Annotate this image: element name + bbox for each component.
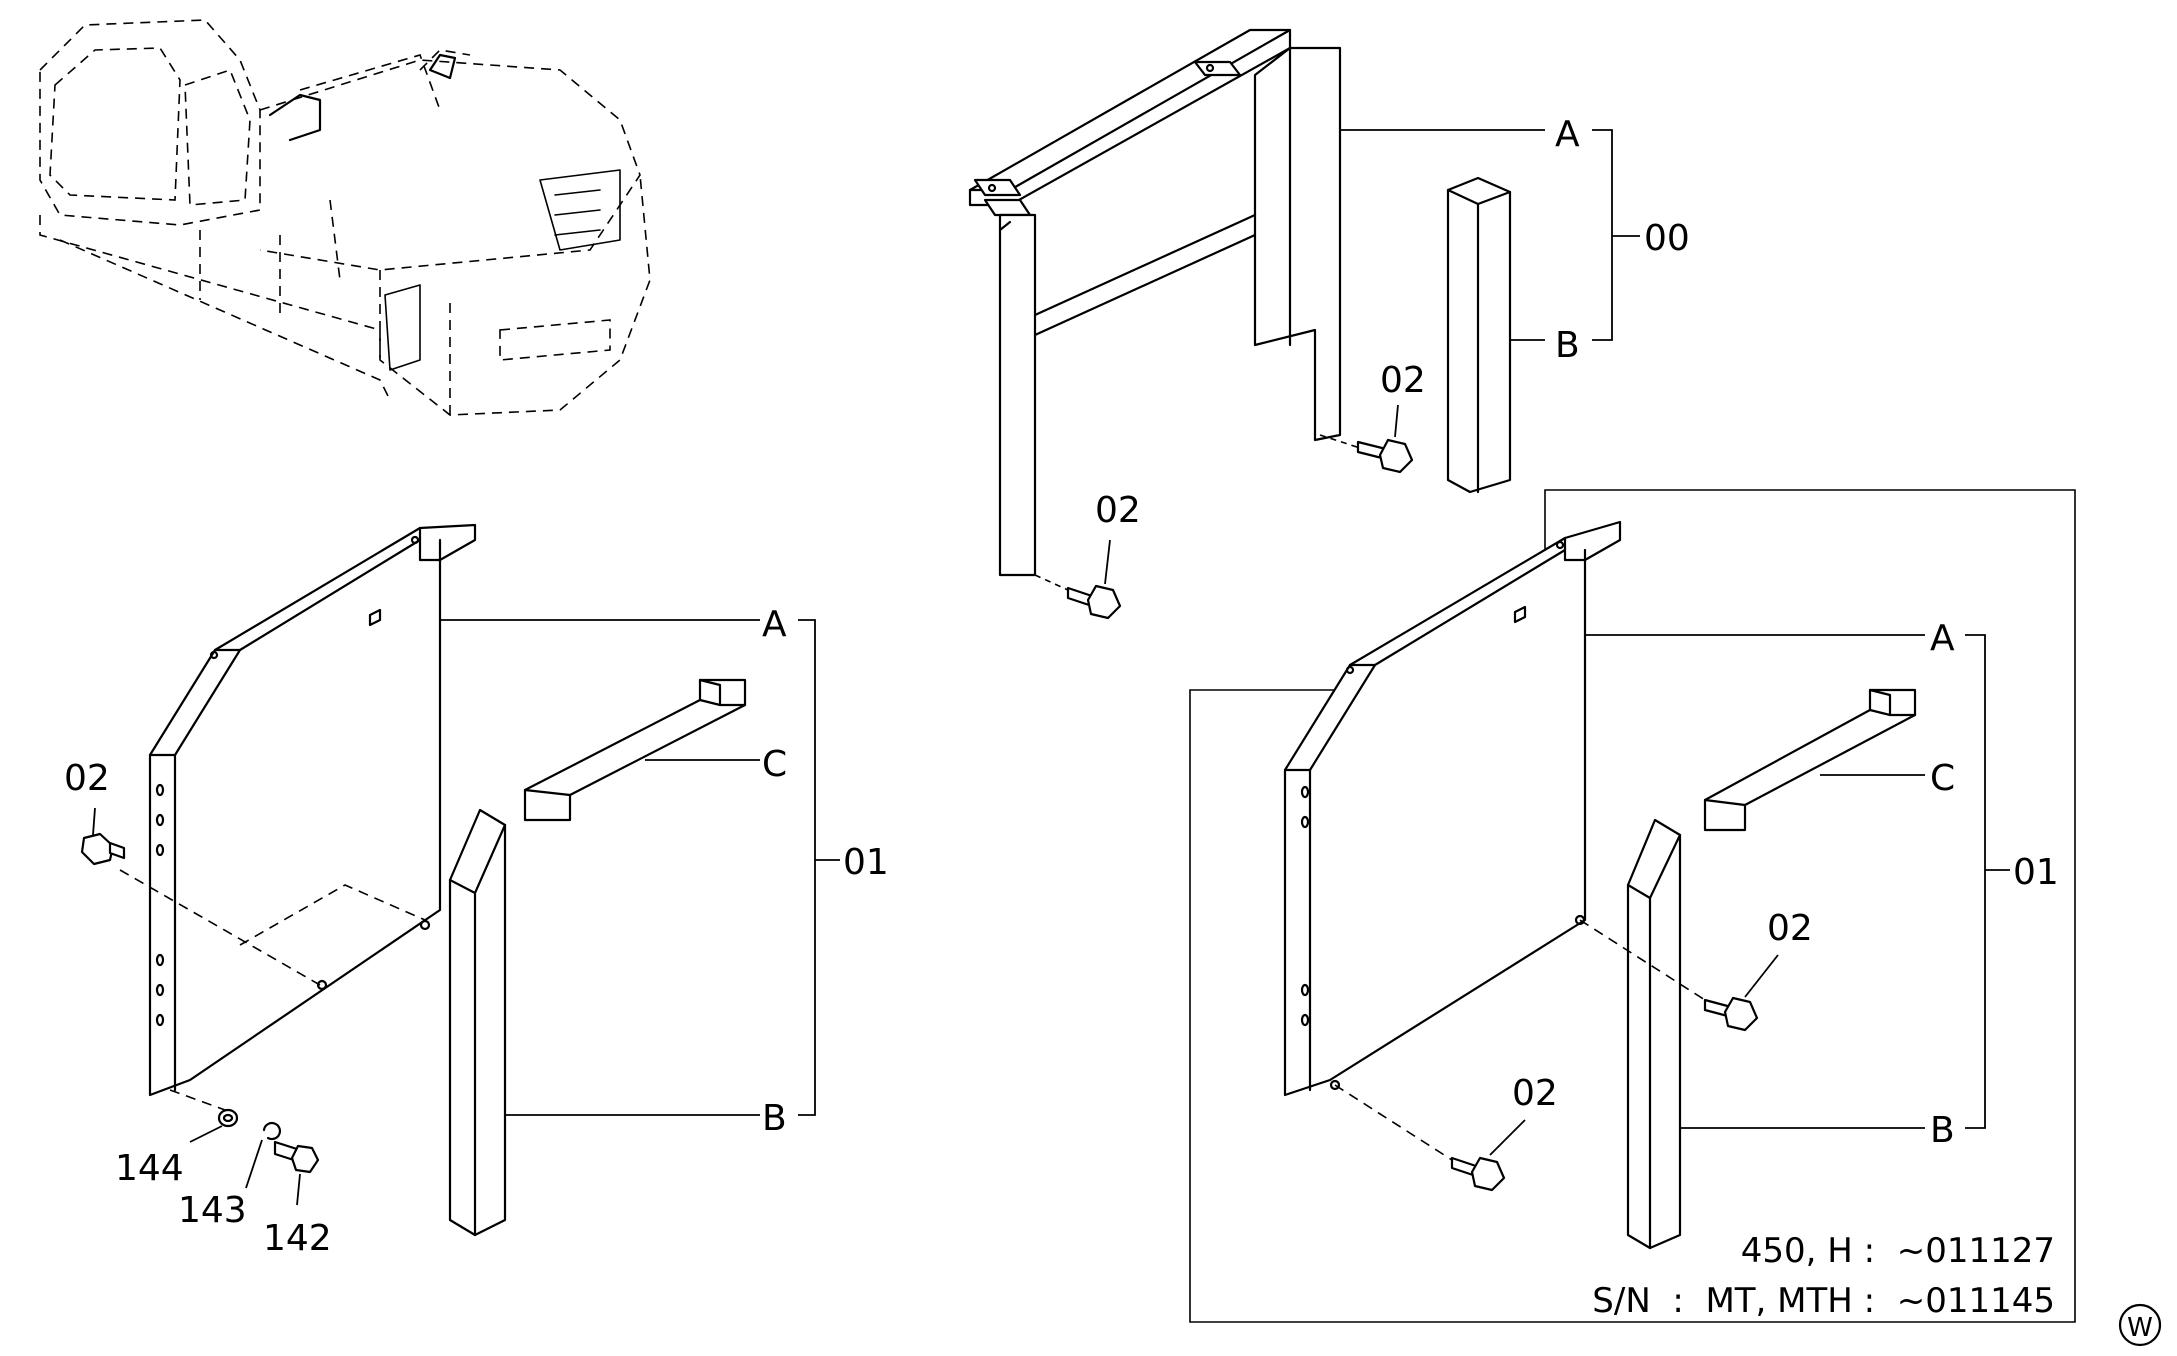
label-right-01: 01 <box>2013 852 2059 893</box>
label-left-C: C <box>762 744 787 785</box>
label-left-144: 144 <box>115 1148 184 1189</box>
label-left-142: 142 <box>263 1218 332 1259</box>
left-panel-assembly <box>80 523 840 1237</box>
bolt-02-right-lower <box>1450 1156 1506 1192</box>
corner-w-letter: W <box>2127 1313 2153 1343</box>
serial-note-line-2: S/N : MT, MTH : ~011145 <box>1592 1281 2055 1321</box>
label-top-02-left: 02 <box>1095 490 1141 531</box>
label-left-01: 01 <box>843 842 889 883</box>
label-right-B: B <box>1930 1110 1955 1151</box>
bolt-142 <box>273 1140 320 1174</box>
label-left-B: B <box>762 1098 787 1139</box>
label-right-02-upper: 02 <box>1767 908 1813 949</box>
label-right-C: C <box>1930 758 1955 799</box>
label-right-A: A <box>1930 618 1955 659</box>
bolt-02-right-upper <box>1703 996 1759 1032</box>
excavator-overview-illustration <box>39 19 651 416</box>
label-top-B: B <box>1555 325 1580 366</box>
spring-washer-143 <box>262 1121 281 1141</box>
right-framed-panel-assembly <box>1189 489 2076 1323</box>
label-right-02-lower: 02 <box>1512 1073 1558 1114</box>
label-left-143: 143 <box>178 1190 247 1231</box>
corner-w-symbol: W <box>2118 1303 2162 1347</box>
bolt-02-top-right <box>1356 438 1414 474</box>
bolt-02-top-left <box>1066 584 1122 620</box>
washer-144 <box>217 1108 239 1128</box>
label-top-00: 00 <box>1644 218 1690 259</box>
bolt-02-left <box>80 832 126 866</box>
label-top-02-right: 02 <box>1380 360 1426 401</box>
upper-frame-assembly <box>968 28 1640 620</box>
serial-note-line-1: 450, H : ~011127 <box>1741 1231 2055 1271</box>
label-left-A: A <box>762 604 787 645</box>
label-top-A: A <box>1555 114 1580 155</box>
label-left-02: 02 <box>64 758 110 799</box>
